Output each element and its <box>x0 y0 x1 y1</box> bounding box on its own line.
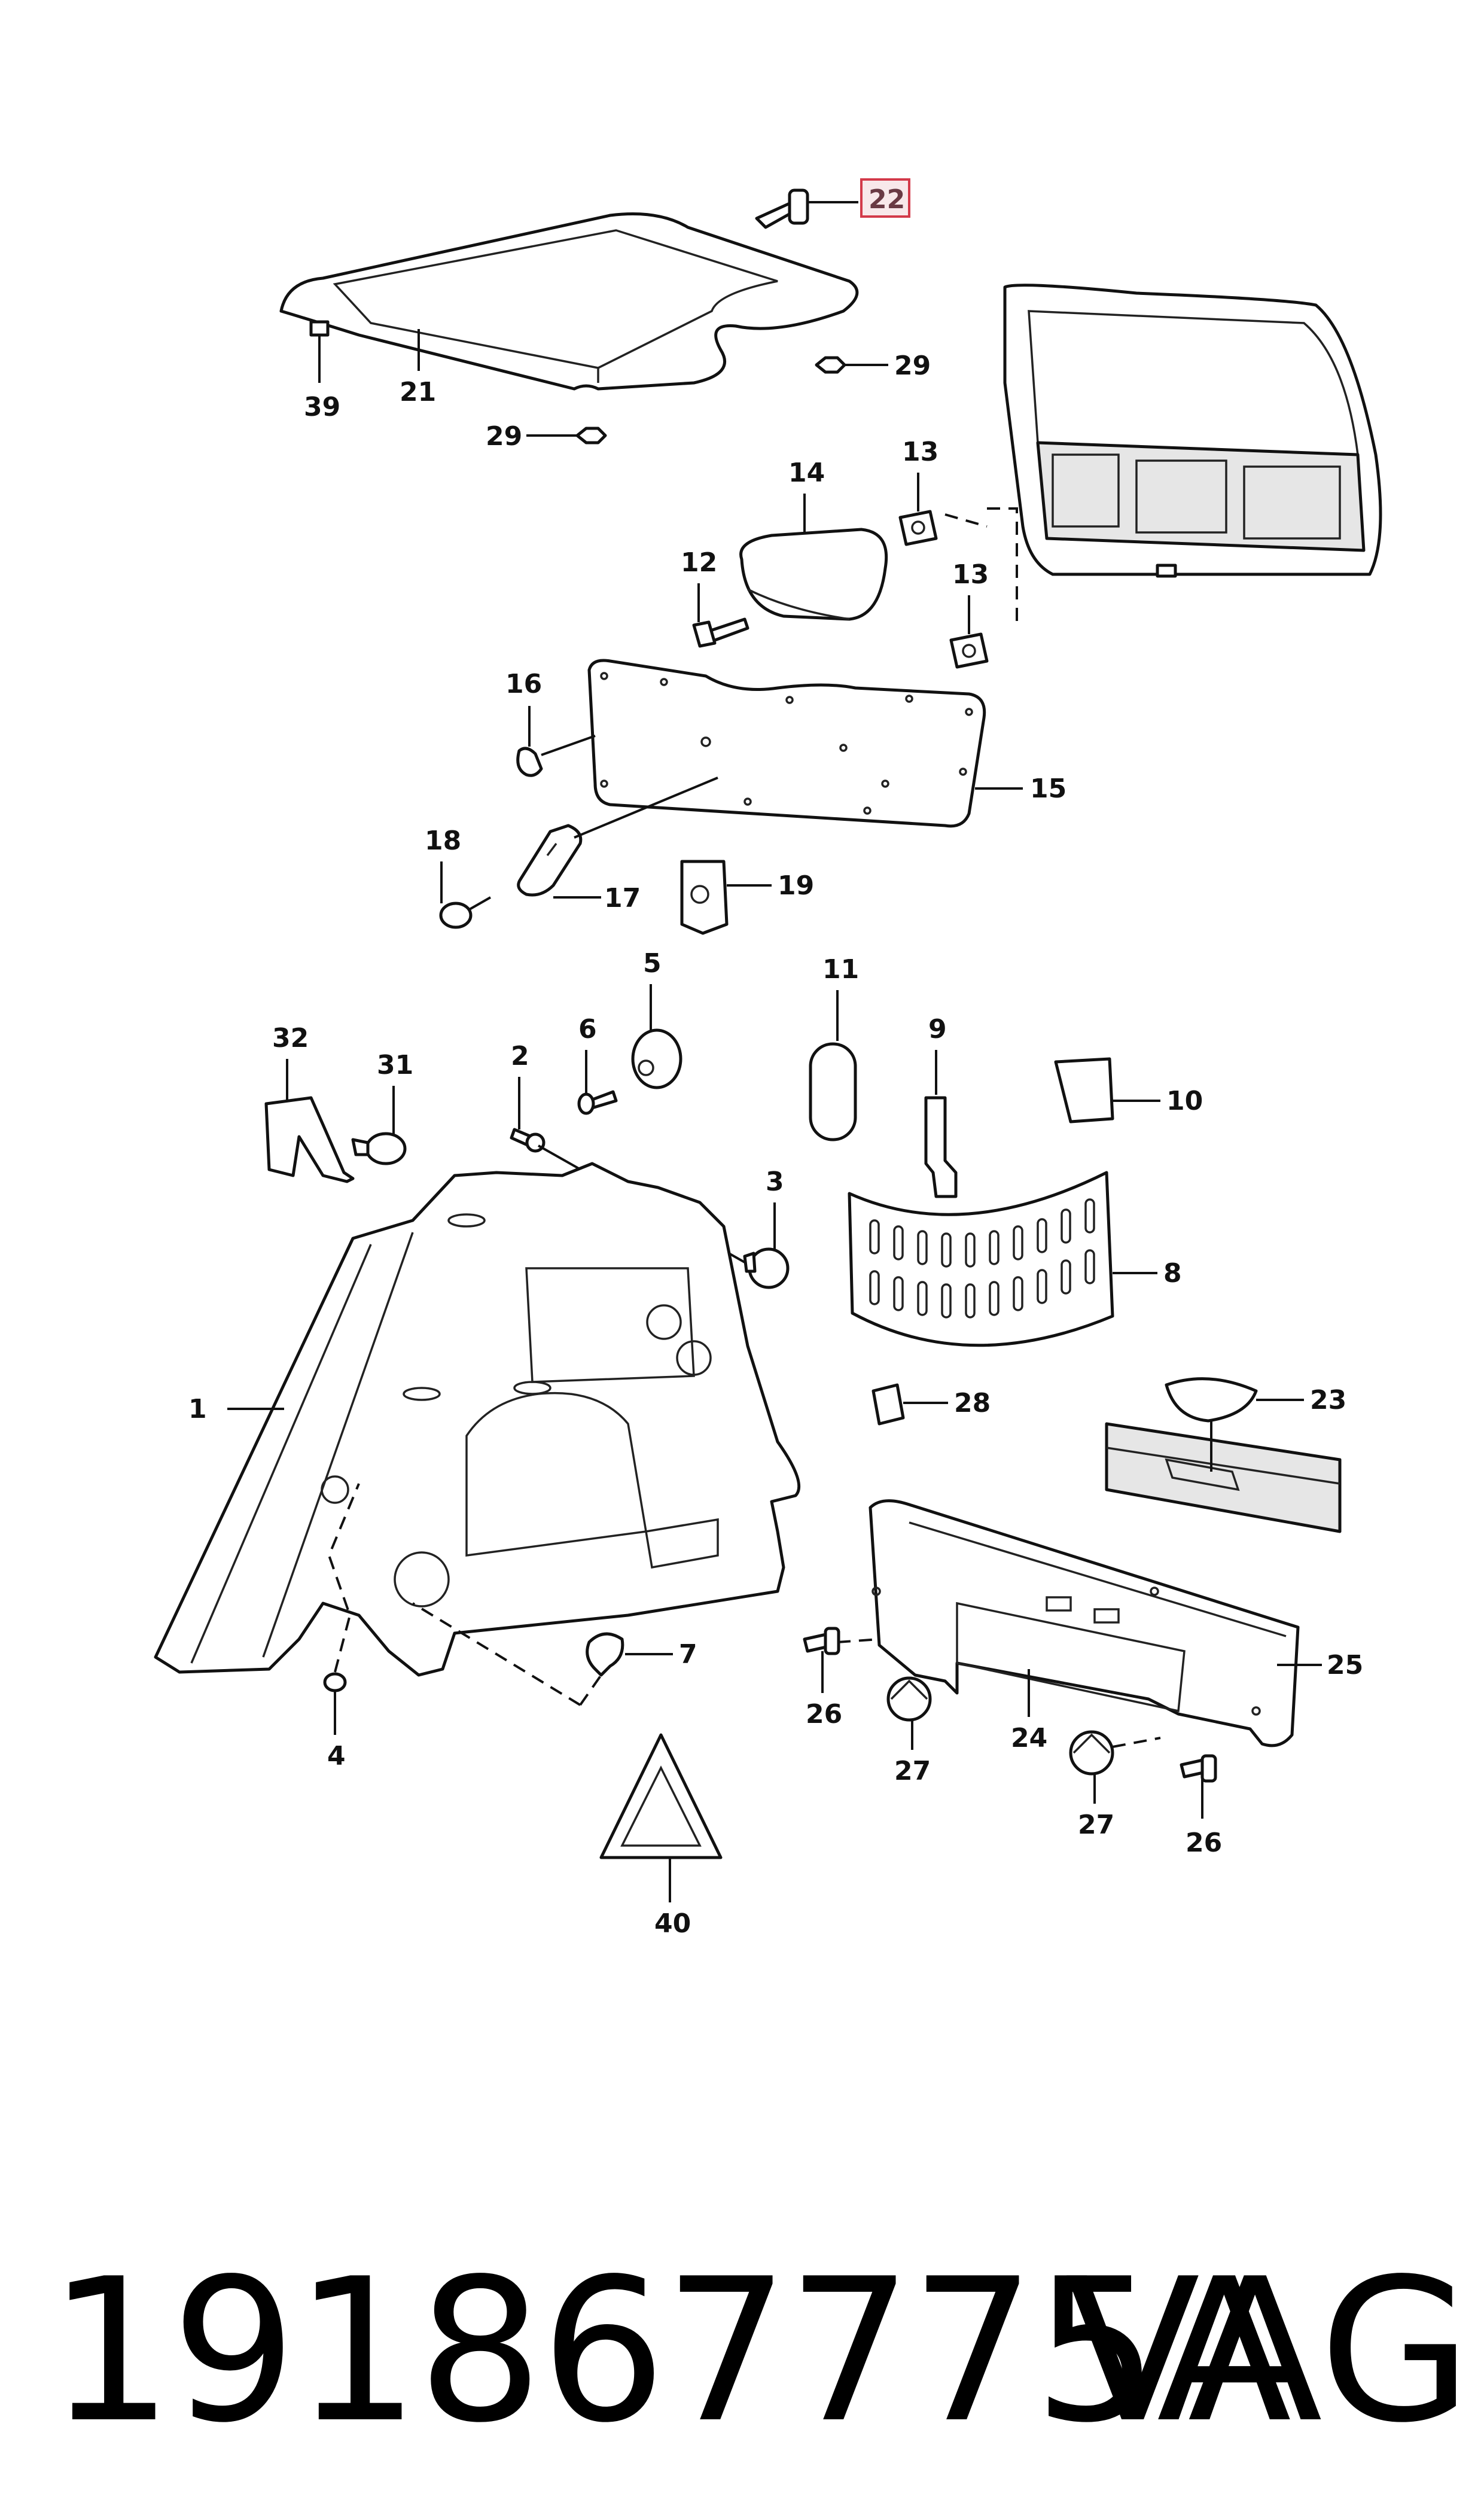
part-8-net: 8 <box>848 1171 1182 1347</box>
part-27-grommet-a: 27 <box>886 1676 932 1786</box>
part-9-strap: 9 <box>924 1014 958 1198</box>
brand-name: VAG <box>1065 2236 1472 2466</box>
callout-24: 24 <box>1011 1723 1047 1753</box>
part-14-cover: 14 <box>739 458 888 621</box>
callout-17: 17 <box>604 883 641 914</box>
part-22-clip: 22 <box>755 178 910 229</box>
part-23-cover: 23 <box>1165 1377 1346 1423</box>
part-number: 191867775A <box>48 2236 1291 2466</box>
part-16-clip: 16 <box>505 669 596 777</box>
callout-14: 14 <box>788 458 825 488</box>
part-28-clip: 28 <box>871 1383 991 1426</box>
bumper-sill <box>1105 1421 1342 1533</box>
callout-16: 16 <box>505 669 542 699</box>
callout-18: 18 <box>425 826 461 856</box>
part-12-screw: 12 <box>681 547 749 648</box>
callout-29a: 29 <box>894 351 931 381</box>
part-19-switch: 19 <box>680 860 814 935</box>
part-6-bolt: 6 <box>577 1014 618 1115</box>
part-27-grommet-b: 27 <box>1069 1730 1161 1840</box>
callout-32: 32 <box>272 1023 309 1054</box>
caption: 191867775A VAG <box>0 2225 1484 2477</box>
callout-13a: 13 <box>902 437 938 467</box>
callout-13b: 13 <box>952 559 989 590</box>
callout-9: 9 <box>928 1014 947 1045</box>
callout-10: 10 <box>1166 1086 1203 1116</box>
callout-7: 7 <box>679 1639 697 1670</box>
callout-1: 1 <box>188 1394 207 1424</box>
callout-12: 12 <box>681 547 717 578</box>
callout-22: 22 <box>869 184 905 215</box>
part-2-bolt: 2 <box>510 1041 546 1153</box>
callout-19: 19 <box>778 870 814 901</box>
callout-26a: 26 <box>806 1699 842 1730</box>
callout-5: 5 <box>643 948 662 979</box>
part-15-trim-panel: 15 <box>587 659 1066 828</box>
part-26-rivet-a: 26 <box>803 1627 880 1730</box>
part-29-nut-a: 29 <box>815 351 931 381</box>
part-25-lower-trim: 25 <box>869 1499 1363 1747</box>
callout-40: 40 <box>654 1908 691 1939</box>
callout-27b: 27 <box>1078 1810 1114 1840</box>
tailgate-frame <box>944 284 1382 628</box>
part-4-plug: 4 <box>323 1483 360 1771</box>
part-26-rivet-b: 26 <box>1180 1754 1222 1858</box>
part-13-clip-b: 13 <box>949 559 989 669</box>
callout-28: 28 <box>954 1388 991 1418</box>
callout-2: 2 <box>511 1041 529 1071</box>
part-17-handle: 17 <box>517 777 718 914</box>
callout-26b: 26 <box>1186 1828 1222 1858</box>
part-21-parcel-shelf: 21 <box>279 212 859 407</box>
part-11-pad: 11 <box>809 954 859 1141</box>
part-31-screw: 31 <box>351 1050 413 1165</box>
callout-27a: 27 <box>894 1756 931 1786</box>
callout-29b: 29 <box>486 421 522 452</box>
part-32-hook: 32 <box>264 1023 355 1183</box>
parts-diagram: 22 21 39 29 29 <box>154 178 1382 1939</box>
part-39-clip: 39 <box>304 320 340 422</box>
callout-23: 23 <box>1310 1385 1346 1415</box>
part-24-strip: 24 <box>1011 1669 1047 1753</box>
callout-15: 15 <box>1030 774 1066 804</box>
part-13-clip-a: 13 <box>898 437 938 546</box>
part-5-cap: 5 <box>631 948 682 1089</box>
part-18-clip: 18 <box>425 826 491 929</box>
callout-25: 25 <box>1327 1650 1363 1680</box>
callout-3: 3 <box>766 1167 784 1197</box>
part-7-clip: 7 <box>412 1602 697 1706</box>
callout-22-highlight <box>860 178 910 218</box>
callout-6: 6 <box>578 1014 597 1045</box>
callout-21: 21 <box>400 377 436 407</box>
callout-4: 4 <box>327 1741 346 1771</box>
part-40-warning-triangle: 40 <box>599 1733 723 1939</box>
callout-11: 11 <box>822 954 859 985</box>
callout-8: 8 <box>1163 1258 1182 1289</box>
part-10-bracket: 10 <box>1054 1057 1203 1123</box>
callout-31: 31 <box>377 1050 413 1080</box>
part-29-nut-b: 29 <box>486 421 607 452</box>
part-1-side-trim: 1 <box>154 1162 801 1677</box>
callout-39: 39 <box>304 392 340 422</box>
